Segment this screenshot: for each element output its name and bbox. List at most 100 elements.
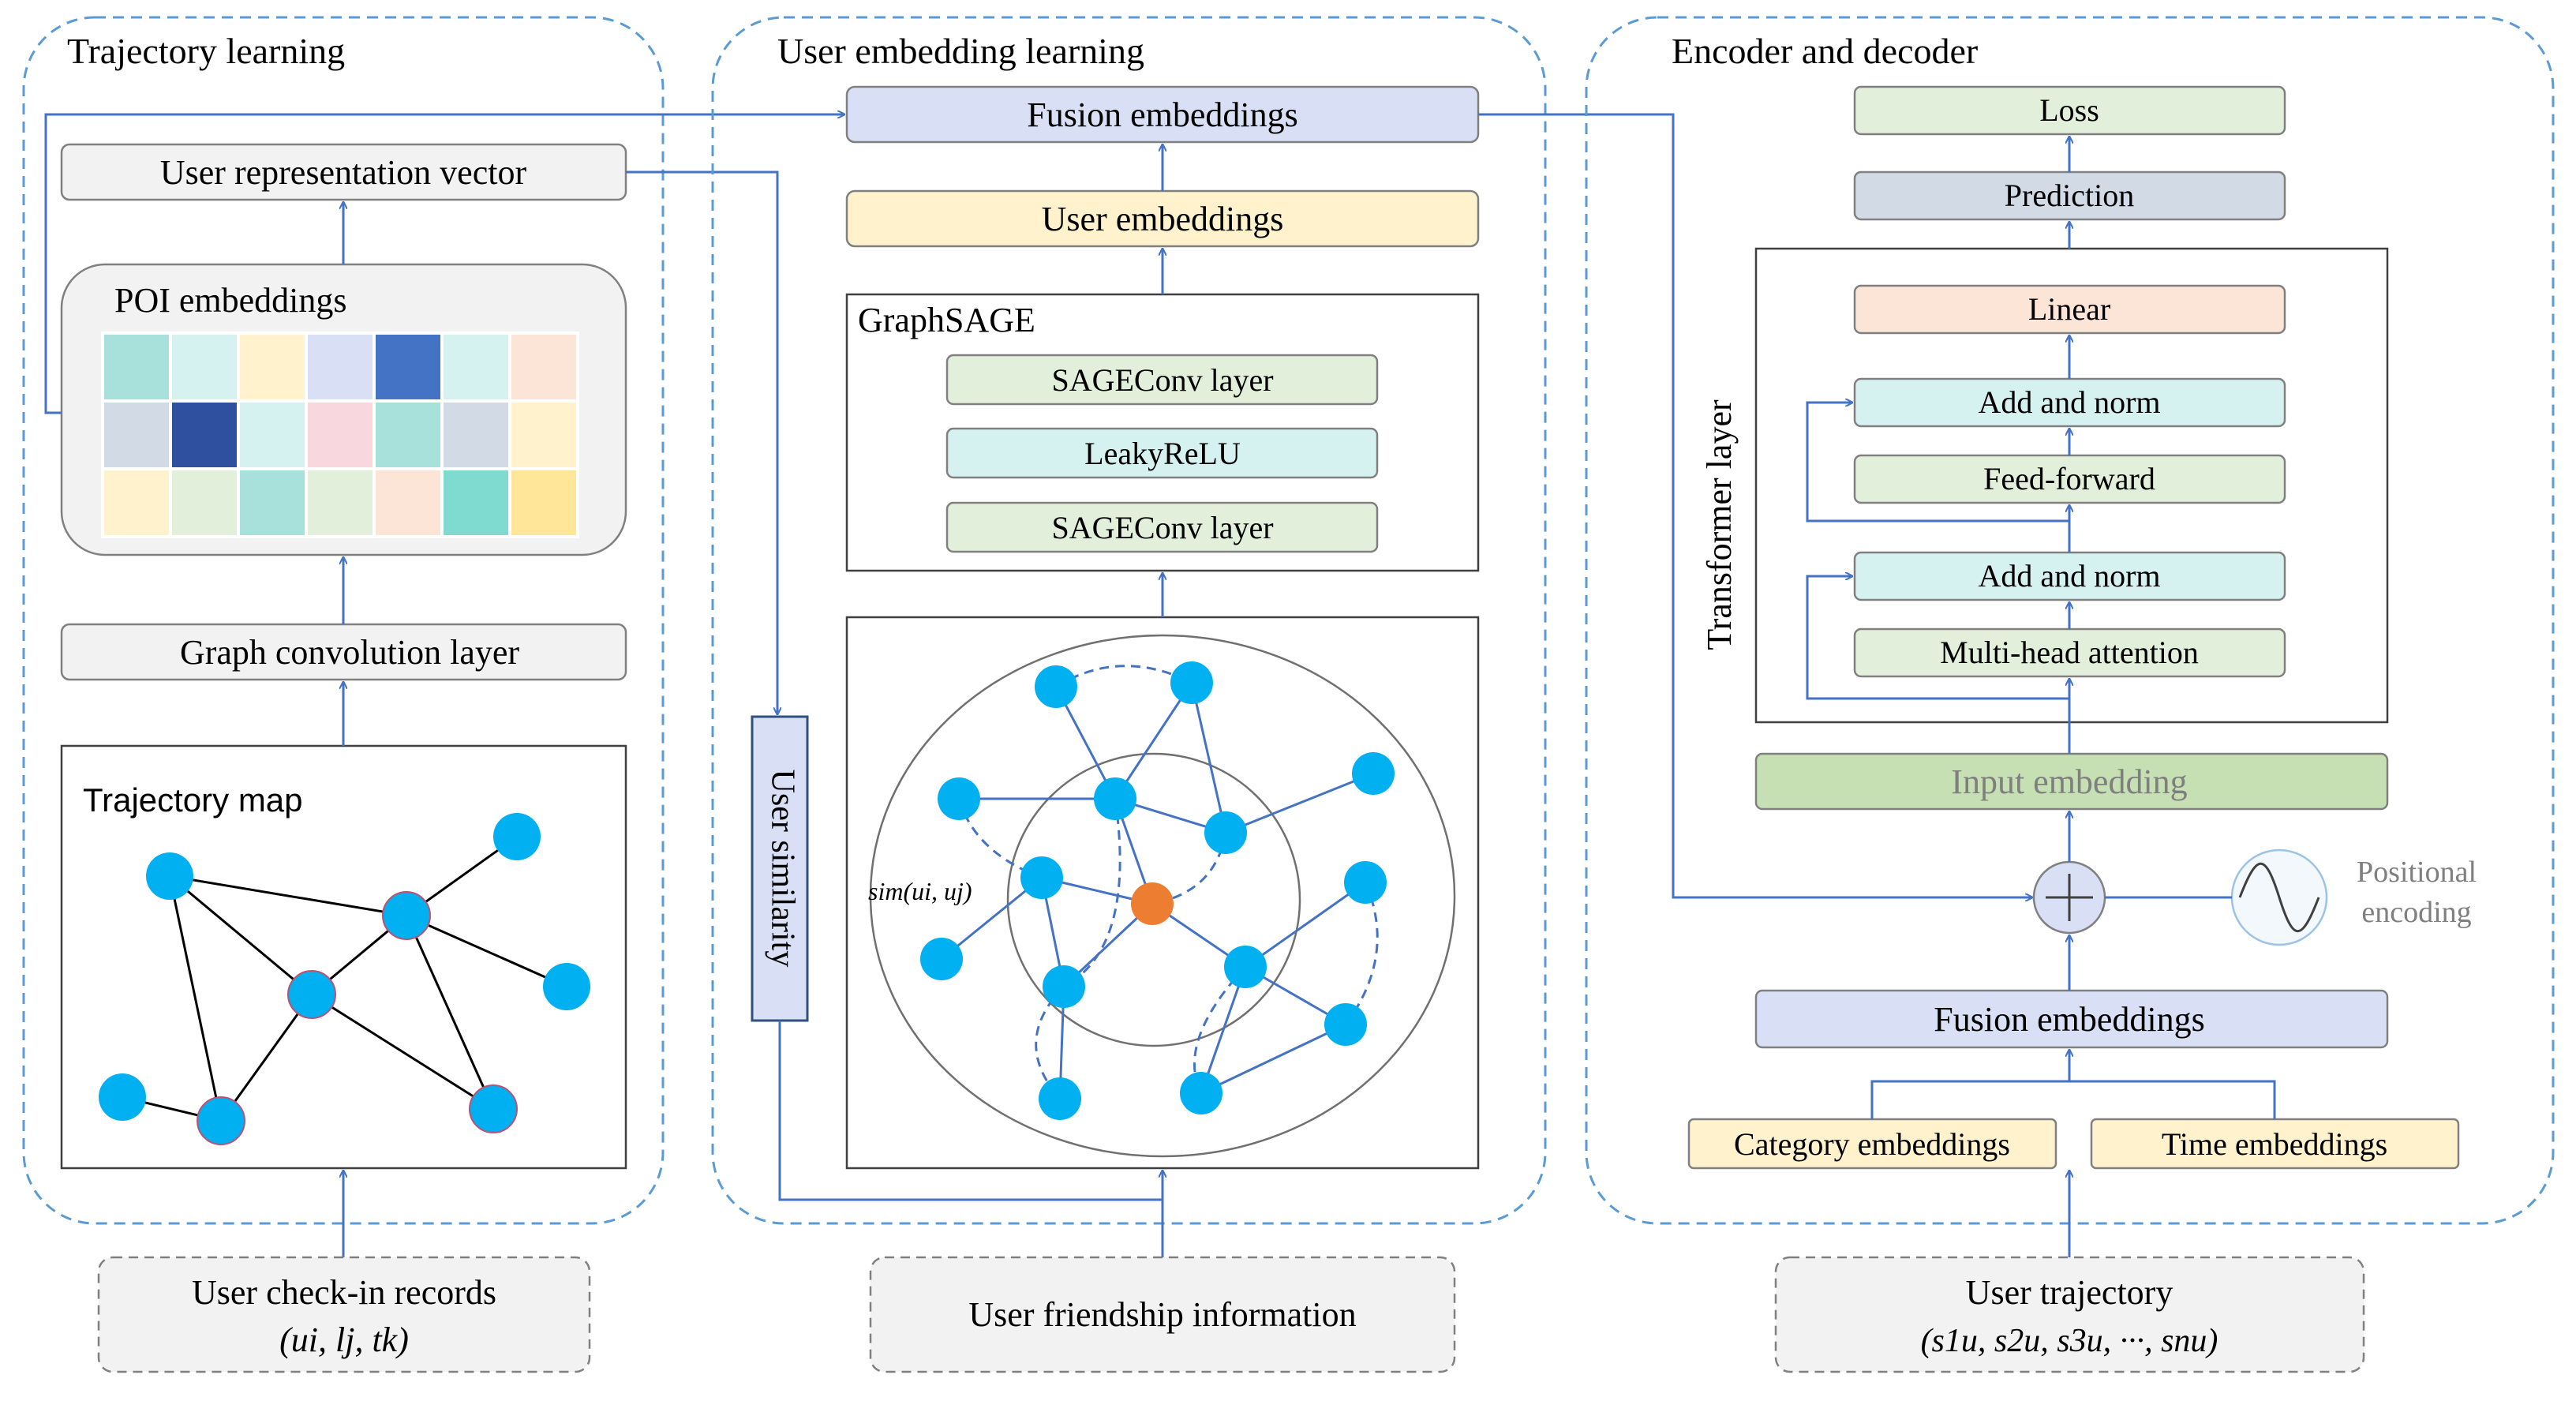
trajectory-panel-title: Trajectory learning — [67, 31, 345, 71]
poi-embedding-cell — [373, 399, 444, 470]
poi-embedding-cell — [101, 399, 172, 470]
social-graph-nodes — [920, 661, 1395, 1120]
checkin-formula: (ui, lj, tk) — [279, 1320, 409, 1359]
user-node — [1170, 661, 1213, 704]
encoder-decoder-panel-title: Encoder and decoder — [1672, 31, 1978, 71]
poi-embedding-cell — [508, 467, 579, 538]
trajectory-map-label: Trajectory map — [83, 781, 303, 818]
encoder-arrows — [1806, 137, 2276, 1257]
poi-embedding-cell — [373, 467, 444, 538]
map-node — [99, 1073, 146, 1121]
add-norm-top-label: Add and norm — [1978, 384, 2160, 420]
user-similarity-box — [751, 715, 809, 1022]
poi-embedding-cell — [237, 467, 308, 538]
sine-wave-icon — [2238, 862, 2320, 933]
graphsage-label: GraphSAGE — [858, 301, 1035, 339]
target-user-node — [1131, 882, 1174, 925]
poi-embedding-cell — [305, 467, 376, 538]
user-node — [938, 777, 980, 820]
map-node — [469, 1084, 518, 1133]
poi-embedding-cell — [169, 332, 240, 403]
user-node — [1043, 965, 1085, 1008]
poi-embedding-cell — [440, 467, 511, 538]
input-embedding-label: Input embedding — [1951, 762, 2187, 801]
user-embedding-panel-title: User embedding learning — [777, 31, 1144, 71]
category-embeddings-label: Category embeddings — [1734, 1126, 2010, 1162]
user-node — [1224, 946, 1267, 988]
loss-label: Loss — [2039, 92, 2099, 128]
loss-box — [1853, 85, 2286, 136]
sageconv-top-label: SAGEConv layer — [1051, 362, 1273, 398]
sageconv-bottom-label: SAGEConv layer — [1051, 510, 1273, 545]
poi-embedding-cell — [169, 399, 240, 470]
poi-embedding-cell — [440, 332, 511, 403]
user-trajectory-formula: (s1u, s2u, s3u, ···, snu) — [1921, 1323, 2218, 1359]
poi-embedding-cell — [508, 332, 579, 403]
similarity-formula-label: sim(ui, uj) — [868, 877, 972, 905]
poi-embedding-cell — [508, 399, 579, 470]
user-node — [1180, 1072, 1222, 1114]
poi-embedding-cell — [169, 467, 240, 538]
poi-embedding-grid — [101, 332, 579, 538]
map-node — [493, 813, 541, 860]
poi-embedding-cell — [305, 399, 376, 470]
user-node — [920, 938, 963, 980]
trajectory-arrows — [44, 114, 844, 1257]
user-similarity-label: User similarity — [764, 770, 800, 968]
linear-box — [1853, 284, 2286, 335]
positional-encoding-label-2: encoding — [2361, 896, 2471, 929]
positional-encoding-label-1: Positional — [2357, 856, 2477, 889]
input-embedding-box — [1754, 752, 2389, 811]
fusion-embeddings-box-bottom — [1754, 989, 2389, 1049]
trajectory-map-box — [60, 744, 627, 1170]
poi-embedding-cell — [440, 399, 511, 470]
map-node — [543, 963, 590, 1010]
friendship-info-box — [869, 1256, 1456, 1373]
trajectory-nodes — [99, 813, 590, 1145]
user-embedding-panel — [711, 16, 1547, 1225]
map-node — [146, 852, 193, 900]
poi-embeddings-label: POI embeddings — [114, 281, 347, 320]
poi-embedding-cell — [305, 332, 376, 403]
graph-convolution-label: Graph convolution layer — [180, 633, 519, 672]
checkin-records-box — [97, 1256, 591, 1373]
user-node — [1020, 856, 1063, 899]
user-trajectory-label: User trajectory — [1966, 1273, 2174, 1312]
friendship-info-label: User friendship information — [968, 1295, 1356, 1334]
linear-label: Linear — [2028, 291, 2110, 327]
user-node — [1094, 777, 1136, 820]
leakyrelu-label: LeakyReLU — [1084, 436, 1241, 471]
poi-embedding-cell — [101, 467, 172, 538]
prediction-label: Prediction — [2005, 178, 2134, 213]
trajectory-panel — [22, 16, 665, 1225]
user-node — [1039, 1077, 1081, 1120]
poi-embedding-cell — [237, 399, 308, 470]
poi-embedding-cell — [101, 332, 172, 403]
user-representation-vector-label: User representation vector — [160, 153, 527, 192]
map-node — [197, 1096, 245, 1145]
user-embedding-arrows — [778, 113, 2032, 1257]
poi-embedding-cell — [237, 332, 308, 403]
inner-neighborhood-circle — [1006, 752, 1301, 1047]
checkin-records-label: User check-in records — [192, 1273, 496, 1312]
sageconv-layer-bottom — [945, 501, 1379, 553]
fusion-embeddings-label-bottom: Fusion embeddings — [1934, 1000, 2204, 1039]
leakyrelu-box — [945, 427, 1379, 479]
outer-neighborhood-circle — [869, 634, 1456, 1158]
transformer-layer-label: Transformer layer — [1700, 399, 1739, 650]
poi-embedding-cell — [373, 332, 444, 403]
user-embeddings-label: User embeddings — [1042, 200, 1284, 238]
user-node — [1344, 861, 1387, 904]
map-node — [382, 891, 431, 940]
user-node — [1035, 665, 1077, 708]
time-embeddings-label: Time embeddings — [2162, 1126, 2387, 1162]
add-norm-bottom-label: Add and norm — [1978, 558, 2160, 594]
multi-head-attention-label: Multi-head attention — [1940, 635, 2199, 670]
fusion-embeddings-label-top: Fusion embeddings — [1027, 96, 1297, 134]
user-node — [1324, 1003, 1367, 1046]
user-trajectory-box — [1774, 1256, 2365, 1373]
sageconv-layer-top — [945, 354, 1379, 406]
map-node — [287, 970, 336, 1019]
feed-forward-label: Feed-forward — [1983, 461, 2155, 496]
